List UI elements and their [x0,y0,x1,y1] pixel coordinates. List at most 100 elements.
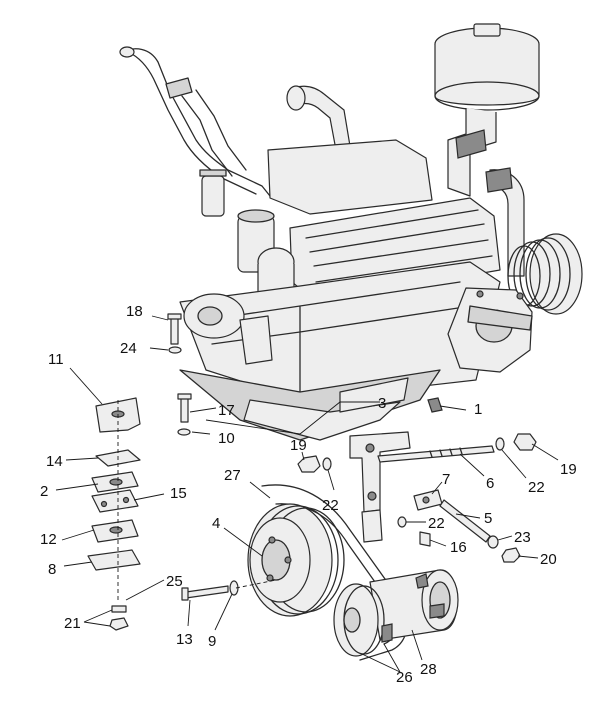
nut-19-right [513,433,537,451]
generator [333,569,459,657]
leader-19b [531,443,559,461]
cylinder-head [267,139,433,215]
air-cleaner-cap [473,23,501,37]
generator-pulley-hub [343,607,361,633]
rear-pipe [181,89,247,177]
callout-2: 2 [40,483,48,500]
callout-25: 25 [166,573,183,590]
bracket-plate [349,431,411,513]
bolt-17-head [177,393,192,400]
leader-6 [459,453,485,477]
bolt-18-head [167,313,182,320]
callout-27: 27 [224,467,241,484]
callout-21: 21 [64,615,81,632]
washer-22-mid [397,516,407,528]
mount-bolt-a [476,290,484,298]
fuel-filter-cap [199,169,227,177]
leader-4 [223,527,263,557]
leader-16 [429,539,447,547]
injector-pump-top [237,209,275,223]
intake-pipe-end [119,46,135,58]
leader-21b [83,621,111,627]
callout-7: 7 [442,471,450,488]
callout-18: 18 [126,303,143,320]
bracket-leg [361,509,383,543]
callout-9: 9 [208,633,216,650]
mount-block-15-bolt-b [122,496,130,504]
tension-bracket [297,431,537,563]
mount-bolt-b [516,292,524,300]
callout-14: 14 [46,453,63,470]
callout-5: 5 [484,510,492,527]
leader-28 [411,629,423,661]
callout-19a: 19 [290,437,307,454]
washer-23 [487,535,499,549]
generator-lug [381,623,393,643]
leader-15 [133,493,165,501]
air-cleaner-body [434,44,540,106]
callout-15: 15 [170,485,187,502]
leader-23 [497,535,513,541]
leader-17 [189,407,217,413]
leader-14 [65,457,99,461]
engine-assembly [119,23,583,441]
leader-27 [249,481,271,499]
bolt-13 [185,585,229,599]
rocker-cover-ribs [305,209,493,283]
callout-8: 8 [48,561,56,578]
nut-19-left [297,455,321,473]
callout-20: 20 [540,551,557,568]
generator-terminal [415,573,429,589]
callout-22b: 22 [528,479,545,496]
washer-22-left [322,457,332,471]
leader-7 [431,481,443,495]
intake-clamp [165,77,193,99]
nut-21 [109,617,129,631]
mount-pad-12-hole [109,526,123,534]
blower-ribs-1 [525,237,571,311]
blower-ribs-2 [519,239,561,309]
leader-9 [214,593,233,631]
intake-pipe [121,48,271,197]
adjusting-rod [377,445,495,463]
pulley-assembly [181,484,408,661]
callout-19b: 19 [560,461,577,478]
bracket-hole-a [365,443,375,453]
callout-labels: 1 2 3 4 5 6 7 8 9 10 11 12 13 14 15 16 1… [40,303,577,686]
callout-22c: 22 [428,515,445,532]
bolt-18 [170,317,179,345]
leader-13 [187,599,191,627]
washer-22-right [495,437,505,451]
leader-lines [55,315,559,673]
leader-24 [149,347,169,351]
callout-12: 12 [40,531,57,548]
leader-26b [383,643,401,673]
mount-bracket [467,305,533,331]
leader-25 [125,579,165,601]
mount-block-15-bolt-a [100,500,108,508]
leader-5 [455,513,481,519]
mount-block-15 [91,489,139,513]
breather-opening [286,85,306,111]
front-housing-hub [197,306,223,326]
leader-18 [151,315,169,321]
blower-shroud [529,233,583,315]
callout-16: 16 [450,539,467,556]
callout-23: 23 [514,529,531,546]
hose-clamp-upper [455,129,487,159]
leader-10 [191,431,211,435]
leader-22b [501,449,527,479]
callout-24: 24 [120,340,137,357]
callout-17: 17 [218,402,235,419]
washer-10 [177,428,191,436]
callout-3: 3 [378,395,386,412]
leader-8 [63,561,93,567]
oil-pan-panel [243,399,401,441]
leader-3 [205,401,380,435]
callout-28: 28 [420,661,437,678]
leader-11 [69,367,103,405]
blower-ribs-3 [513,241,551,307]
callout-13: 13 [176,631,193,648]
nut-20 [501,547,521,563]
